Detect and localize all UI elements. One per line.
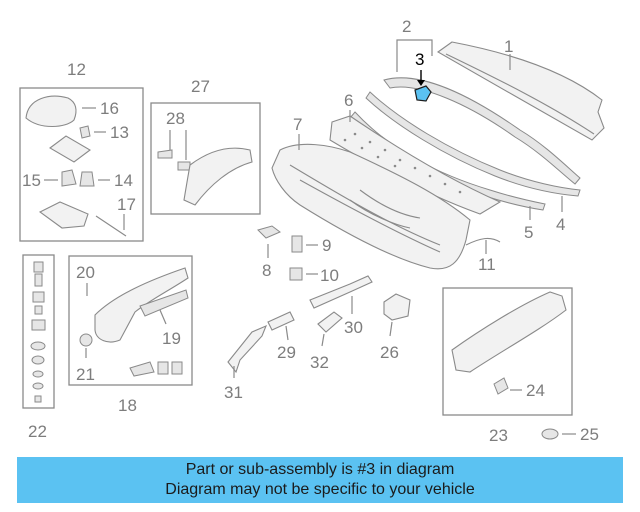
callout-4: 4 [556,215,565,234]
callout-22: 22 [28,422,47,441]
callout-3: 3 [415,50,424,69]
info-banner: Part or sub-assembly is #3 in diagram Di… [17,457,623,503]
callout-19: 19 [162,329,181,348]
part-23-duct [451,291,567,373]
callout-14: 14 [114,171,133,190]
part-19-rail [139,289,189,317]
part-2-seal [383,77,581,185]
part-31-bracket [227,324,268,374]
callout-30: 30 [344,318,363,337]
callout-29-leader [285,325,289,341]
callout-27: 27 [191,77,210,96]
part-18-block-b [171,361,183,375]
part-22-fasteners [30,261,46,403]
part-28-bolt-a [157,149,173,159]
callout-3-arrowhead [417,80,425,86]
part-3-clip-highlighted [414,85,432,102]
callout-29: 29 [277,343,296,362]
callout-7: 7 [293,115,302,134]
part-26-latch [383,293,411,321]
part-21-grommet [79,333,93,347]
part-16-cover [25,95,77,128]
callout-9: 9 [322,236,331,255]
part-15-grommet [61,169,77,187]
callout-15: 15 [22,171,41,190]
part-18-clip [129,361,155,377]
part-12-bracket [49,135,91,163]
part-30-bar [309,275,373,309]
callout-11: 11 [478,255,496,274]
part-28-bolt-b [177,161,191,171]
part-11-hook [465,237,501,246]
callout-17: 17 [117,195,136,214]
callout-21: 21 [76,365,95,384]
box-23 [442,287,573,416]
part-32-bracket [317,311,343,333]
callout-16: 16 [100,99,119,118]
box-12 [19,87,144,242]
box-22 [22,254,55,409]
parts-diagram: 1 2 3 4 5 6 7 1 [19,17,605,445]
callout-24: 24 [526,381,545,400]
part-25-plug [541,428,559,440]
part-13-clip [79,125,91,139]
part-27-bracket [183,147,253,206]
callout-20: 20 [76,263,95,282]
callout-32-leader [321,333,325,347]
callout-2: 2 [402,17,411,36]
part-18-block-a [157,361,169,375]
part-17-rod [95,215,127,237]
callout-26: 26 [380,343,399,362]
callout-12: 12 [67,60,86,79]
callout-31: 31 [224,383,243,402]
part-12-latch [38,201,89,229]
part-10-nut [289,267,303,281]
callout-13: 13 [110,123,129,142]
callout-18: 18 [118,396,137,415]
callout-19-leader [159,309,167,325]
callout-1: 1 [504,37,513,56]
part-29-plate [267,311,295,331]
callout-28-leaders [169,130,187,160]
banner-line-2: Diagram may not be specific to your vehi… [165,481,475,498]
banner-line-1: Part or sub-assembly is #3 in diagram [185,461,455,478]
callout-23: 23 [489,426,508,445]
part-8-pad [257,225,281,239]
part-1-top-panel [436,41,605,141]
part-7-tray [271,143,471,270]
callout-26-leader [389,321,393,337]
part-4-strip [365,91,581,197]
part-24-clip [493,377,509,395]
callout-2-bracket [396,39,433,72]
callout-6: 6 [344,91,353,110]
part-14-grommet [79,171,95,187]
part-9-stud [291,235,303,253]
callout-28: 28 [166,109,185,128]
callout-10: 10 [320,266,339,285]
callout-8: 8 [262,261,271,280]
callout-25: 25 [580,425,599,444]
box-18 [68,255,193,386]
callout-32: 32 [310,353,329,372]
box-27 [150,102,261,215]
callout-5: 5 [524,223,533,242]
